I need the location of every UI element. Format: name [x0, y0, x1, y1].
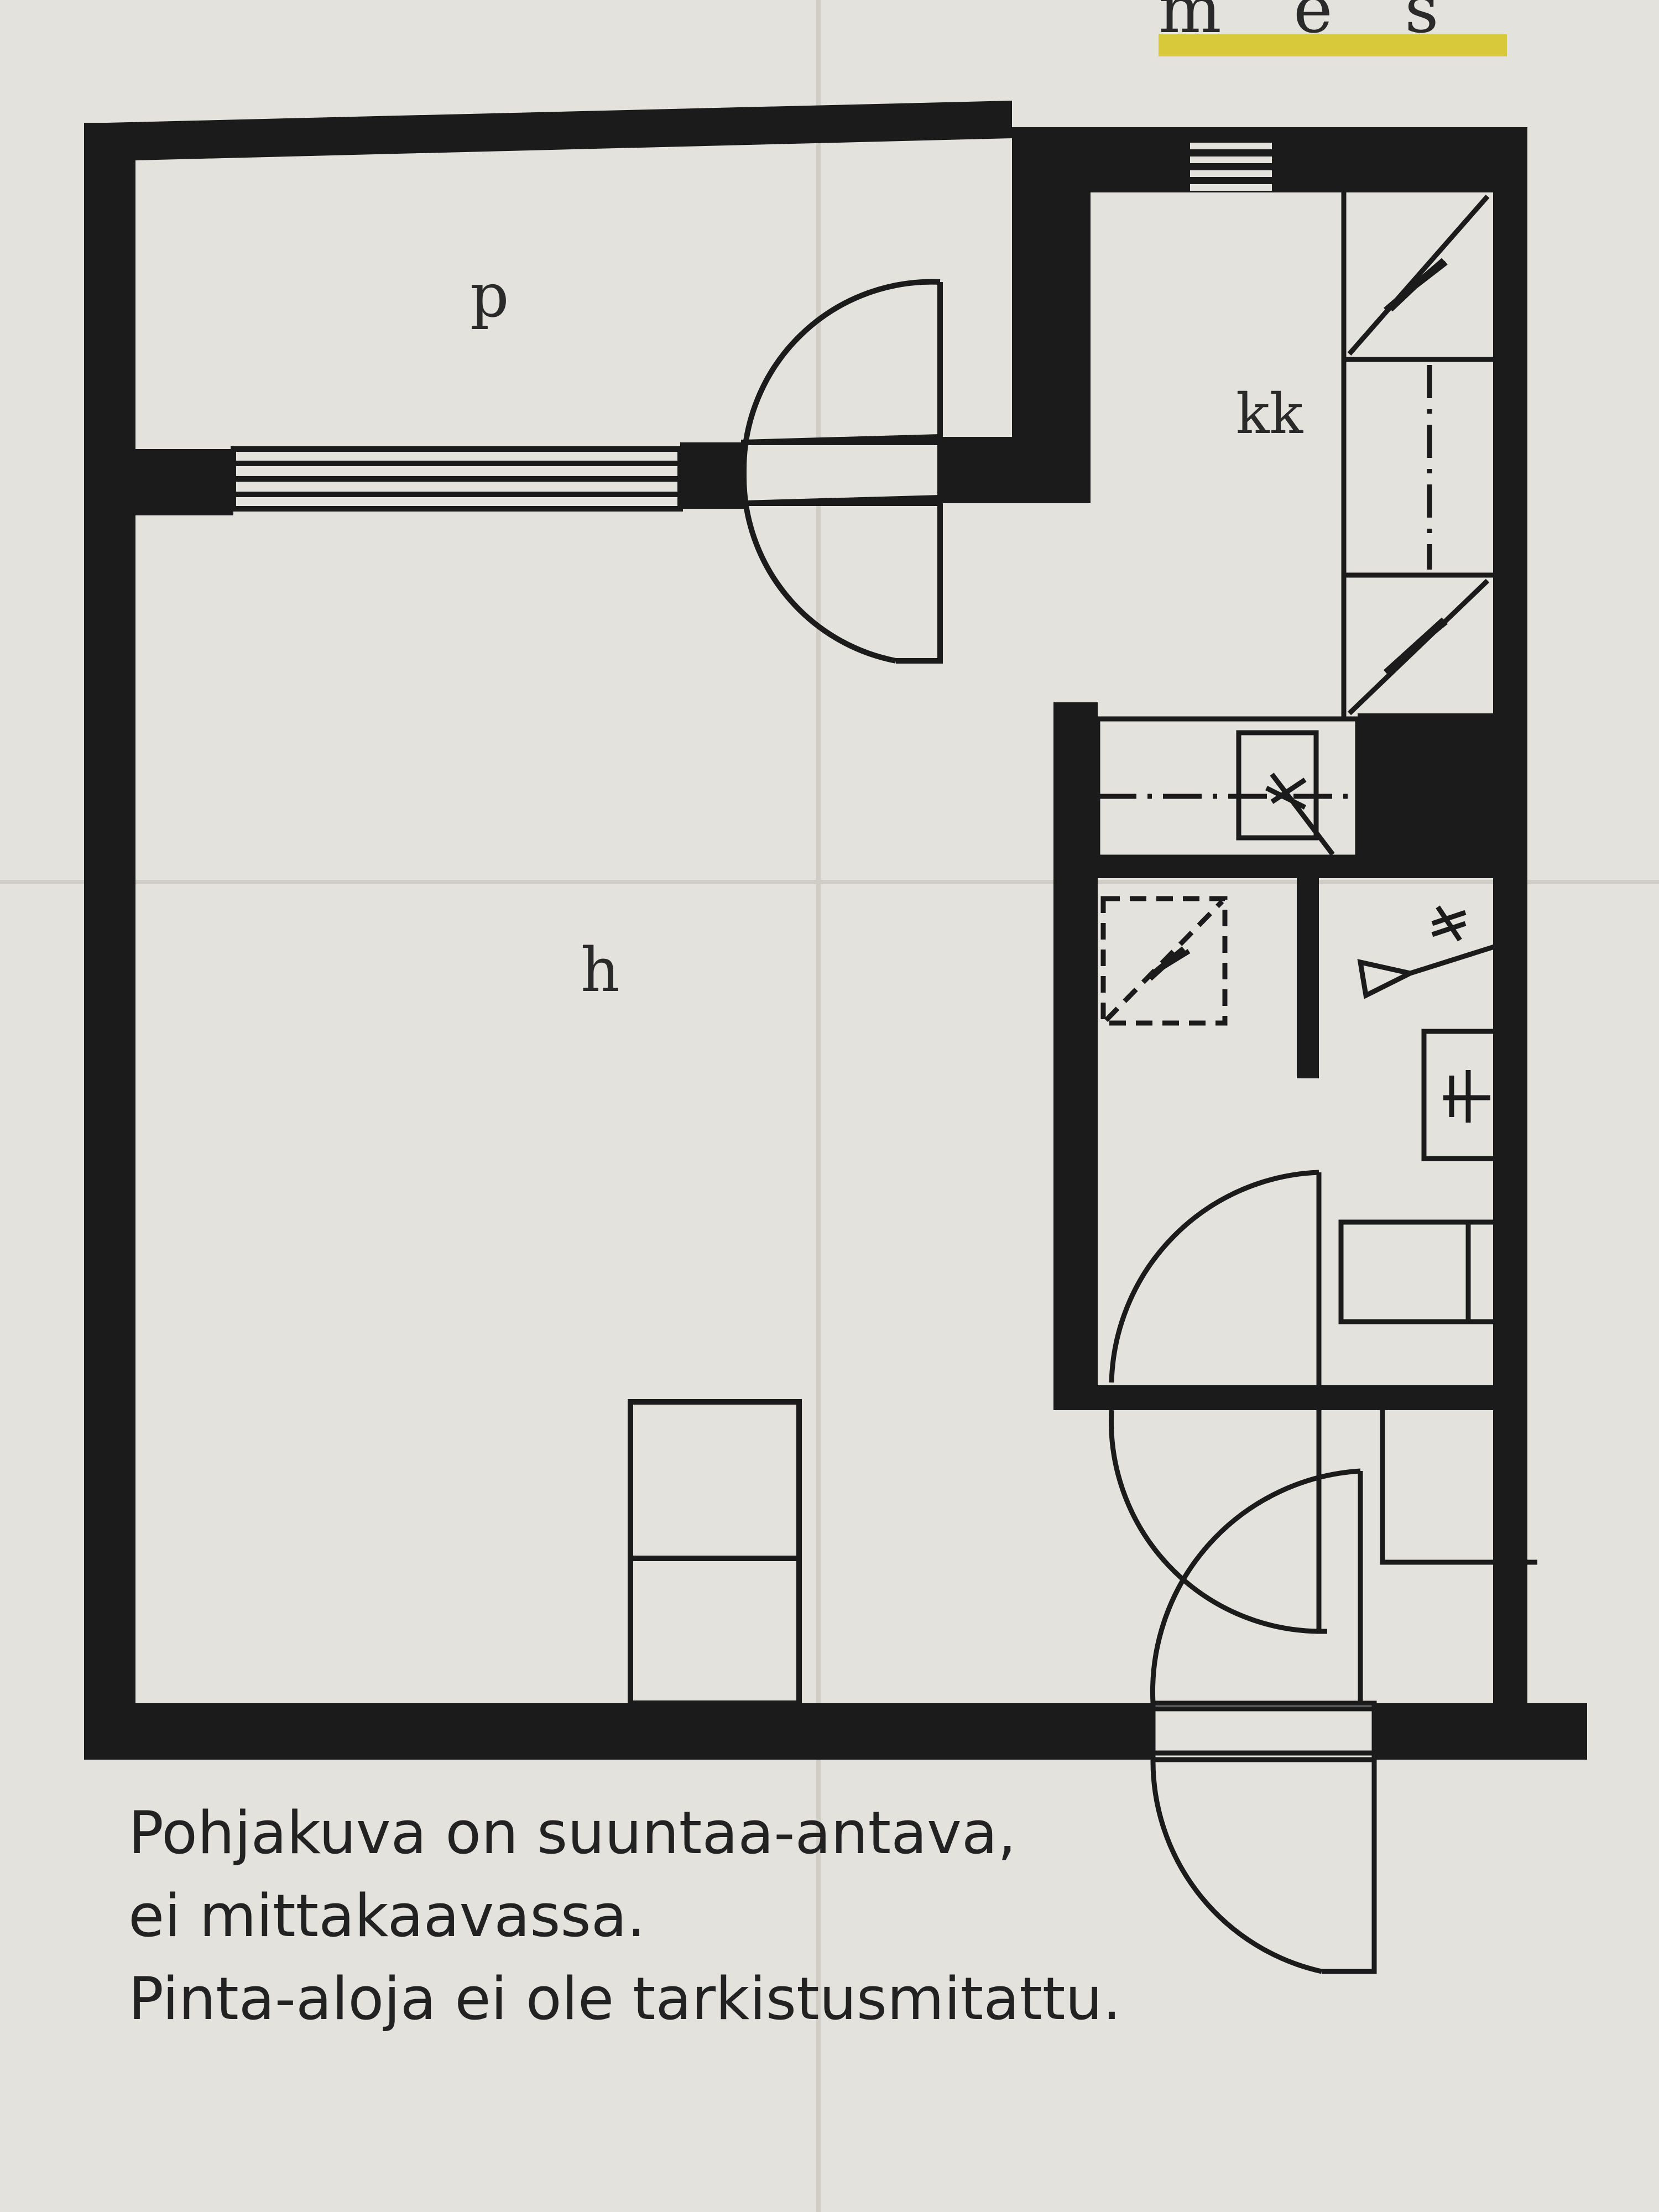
- kitchen-cabinets: [1095, 191, 1493, 860]
- bathroom-left-wall: [1053, 702, 1098, 1410]
- balcony-wall-mid: [680, 442, 744, 509]
- balcony-top-wall: [106, 101, 1012, 160]
- disclaimer-line-2: ei mittakaavassa.: [128, 1882, 646, 1950]
- disclaimer-line-3: Pinta-aloja ei ole tarkistusmitattu.: [128, 1965, 1121, 2033]
- doors: [1098, 1170, 1537, 1974]
- brand-underline: [1159, 34, 1507, 56]
- left-wall: [84, 123, 135, 1760]
- disclaimer: Pohjakuva on suuntaa-antava, ei mittakaa…: [128, 1792, 1121, 2041]
- bathroom-fixtures: [1100, 896, 1521, 1324]
- brand-wordmark: m e s t a: [1159, 0, 1512, 48]
- shelf-unit: [628, 1399, 802, 1706]
- balcony-door: [740, 279, 943, 664]
- shower-divider-wall: [1297, 877, 1319, 1078]
- balcony-kitchen-wall: [1012, 138, 1091, 492]
- bathroom-bottom-wall: [1098, 1385, 1507, 1410]
- room-label-kitchen: kk: [1236, 382, 1303, 446]
- room-label-living-room: h: [581, 935, 620, 1005]
- balcony-wall-left: [106, 449, 233, 515]
- room-label-balcony: p: [470, 260, 509, 331]
- vent-grille: [1190, 143, 1272, 191]
- disclaimer-line-1: Pohjakuva on suuntaa-antava,: [128, 1799, 1016, 1867]
- technical-shaft: [1358, 713, 1518, 860]
- right-wall: [1493, 127, 1527, 1731]
- window: [231, 446, 683, 512]
- balcony-wall-right: [940, 437, 1091, 503]
